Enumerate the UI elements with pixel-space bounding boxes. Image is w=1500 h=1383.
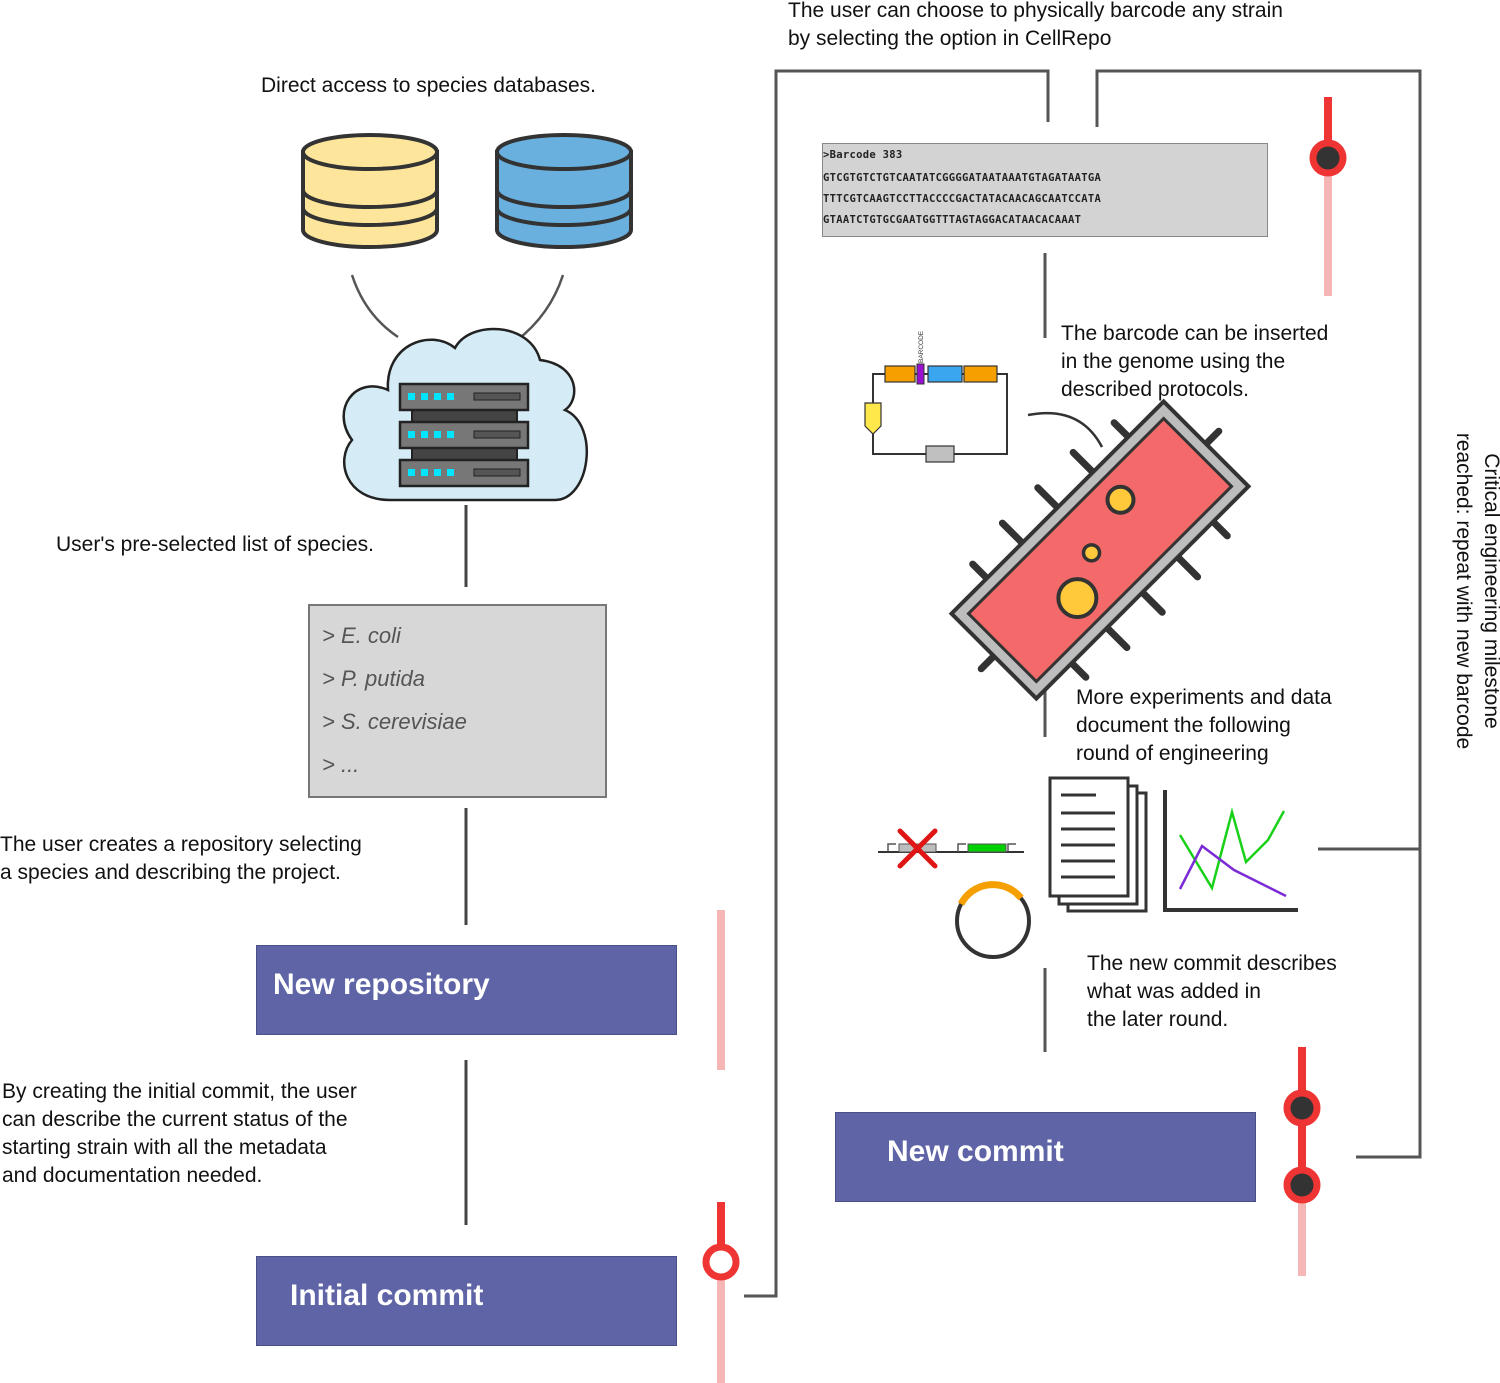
barcode-sequence-box: >Barcode 383 GTCGTGTCTGTCAATATCGGGGATAAT… bbox=[822, 143, 1268, 237]
database-connector-lines bbox=[350, 274, 565, 342]
preselected-caption: User's pre-selected list of species. bbox=[56, 533, 374, 556]
new-commit-box[interactable]: New commit bbox=[835, 1112, 1256, 1202]
initial-commit-box[interactable]: Initial commit bbox=[256, 1256, 677, 1346]
barcode-option-caption: The user can choose to physically barcod… bbox=[788, 0, 1283, 50]
initial-commit-track bbox=[702, 1202, 740, 1383]
new-repository-label: New repository bbox=[273, 968, 490, 1001]
new-commit-caption: The new commit describes what was added … bbox=[1087, 952, 1337, 1031]
plasmid-construct-icon: BARCODE bbox=[864, 330, 1008, 463]
commit-node-upper bbox=[1283, 1089, 1321, 1127]
barcode-header: >Barcode 383 bbox=[823, 149, 903, 161]
create-repo-caption: The user creates a repository selecting … bbox=[0, 833, 362, 884]
barcode-node bbox=[1309, 139, 1347, 177]
barcode-track bbox=[1309, 97, 1347, 296]
databases-caption: Direct access to species databases. bbox=[261, 74, 596, 97]
line-chart-icon bbox=[1163, 790, 1298, 912]
initial-commit-node bbox=[702, 1243, 740, 1281]
initial-commit-caption: By creating the initial commit, the user… bbox=[2, 1080, 357, 1187]
species-item[interactable]: > E. coli bbox=[322, 623, 401, 648]
milestone-caption: Critical engineering milestone reached: … bbox=[1452, 432, 1500, 750]
new-commit-label: New commit bbox=[887, 1135, 1064, 1168]
circular-plasmid-icon bbox=[955, 881, 1031, 959]
more-experiments-caption: More experiments and data document the f… bbox=[1076, 686, 1332, 765]
barcode-line: GTCGTGTCTGTCAATATCGGGGATAATAAATGTAGATAAT… bbox=[823, 172, 1102, 184]
species-item[interactable]: > S. cerevisiae bbox=[322, 709, 467, 734]
barcode-insert-caption: The barcode can be inserted in the genom… bbox=[1061, 322, 1329, 401]
cloud-server-icon bbox=[342, 327, 588, 502]
new-commit-track bbox=[1283, 1047, 1321, 1276]
plasmid-barcode-label: BARCODE bbox=[918, 330, 925, 363]
new-repository-box[interactable]: New repository bbox=[256, 945, 677, 1035]
yellow-database-icon bbox=[301, 133, 439, 249]
commit-node-lower bbox=[1283, 1166, 1321, 1204]
initial-commit-label: Initial commit bbox=[290, 1279, 484, 1312]
barcode-line: GTAATCTGTGCGAATGGTTTAGTAGGACATAACACAAAT bbox=[823, 214, 1082, 226]
bacterium-cell-icon bbox=[948, 398, 1252, 702]
species-item[interactable]: > P. putida bbox=[322, 666, 425, 691]
documents-stack-icon bbox=[1048, 776, 1148, 913]
species-item[interactable]: > ... bbox=[322, 752, 360, 777]
species-list-box: > E. coli > P. putida > S. cerevisiae > … bbox=[308, 604, 607, 798]
barcode-line: TTTCGTCAAGTCCTTACCCCGACTATACAACAGCAATCCA… bbox=[823, 193, 1102, 205]
blue-database-icon bbox=[495, 133, 633, 249]
knockout-cross-icon bbox=[897, 828, 938, 869]
gene-knockout-icon bbox=[878, 828, 1024, 869]
